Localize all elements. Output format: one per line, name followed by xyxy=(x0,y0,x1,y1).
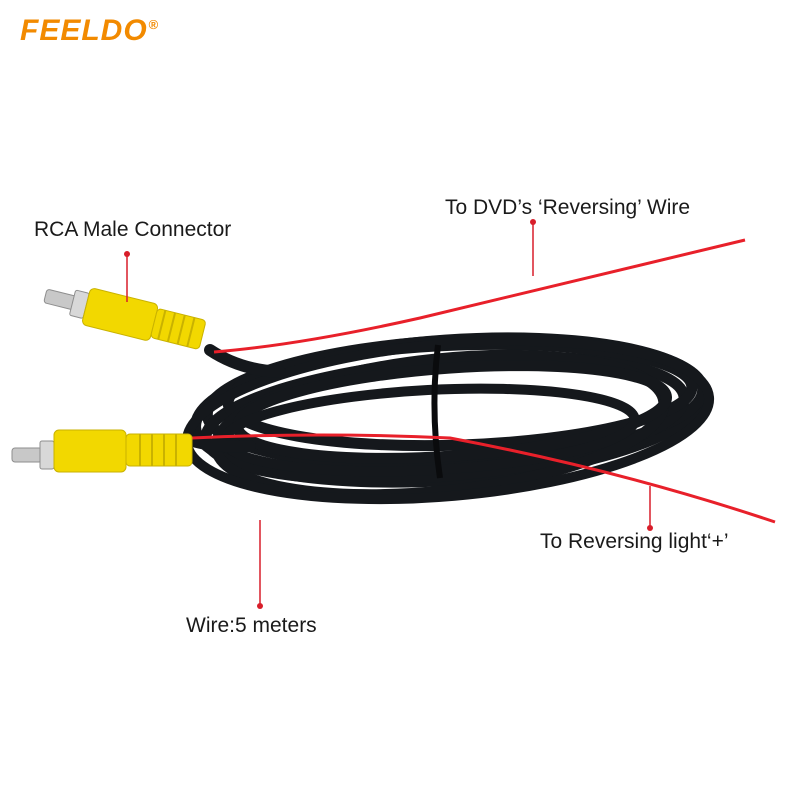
label-rca-connector: RCA Male Connector xyxy=(34,218,232,241)
red-wire-reversing xyxy=(191,433,776,524)
label-dvd-wire: To DVD’s ‘Reversing’ Wire xyxy=(445,196,691,219)
leader-rca xyxy=(124,251,130,302)
red-wire-dvd xyxy=(213,238,746,354)
leader-reversing xyxy=(647,486,653,531)
leader-wire-length xyxy=(257,520,263,609)
label-reversing-light: To Reversing light‘+’ xyxy=(540,530,729,553)
brand-logo: FEELDO® xyxy=(20,14,159,48)
label-wire-length: Wire:5 meters xyxy=(186,614,317,637)
cable-coil xyxy=(181,332,715,505)
rca-connector-bottom xyxy=(11,429,193,473)
cable-lead-top xyxy=(204,344,286,378)
cable-lead-bottom xyxy=(184,434,256,453)
rca-connector-top xyxy=(43,288,206,350)
leader-dvd xyxy=(530,219,536,276)
cable-tie xyxy=(431,344,443,479)
brand-logo-text: FEELDO xyxy=(20,14,148,47)
registered-mark: ® xyxy=(148,17,160,32)
